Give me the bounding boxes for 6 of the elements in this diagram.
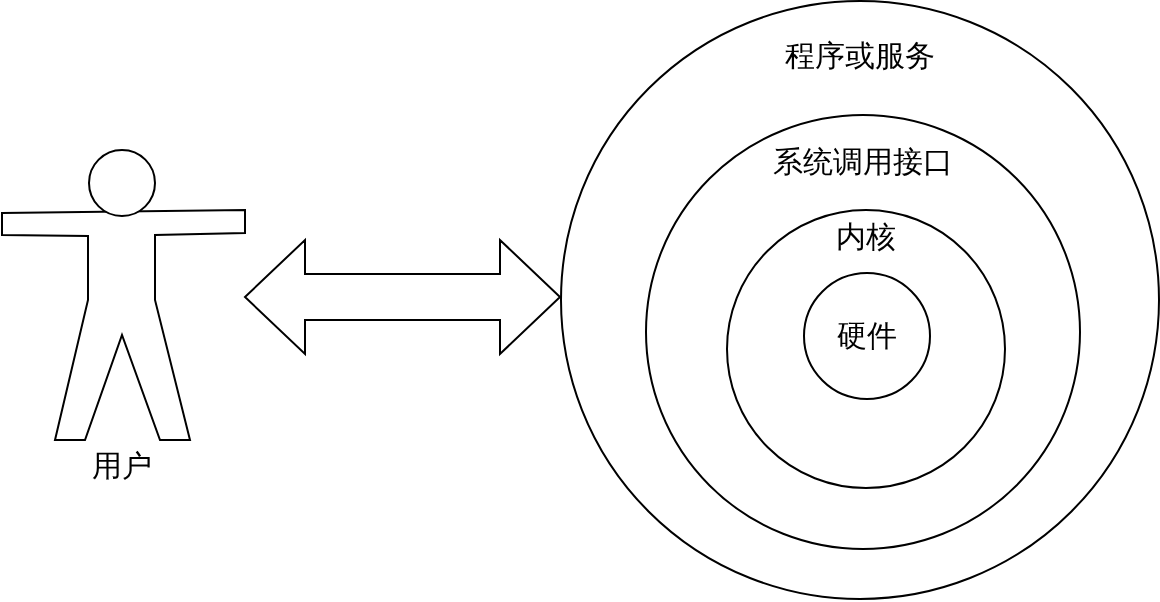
- ring-label: 硬件: [837, 318, 897, 354]
- ring-label: 程序或服务: [785, 38, 935, 74]
- ring-label: 系统调用接口: [773, 144, 953, 180]
- person-label: 用户: [92, 448, 152, 484]
- double-arrow: [243, 237, 562, 357]
- ring-label: 内核: [836, 219, 896, 255]
